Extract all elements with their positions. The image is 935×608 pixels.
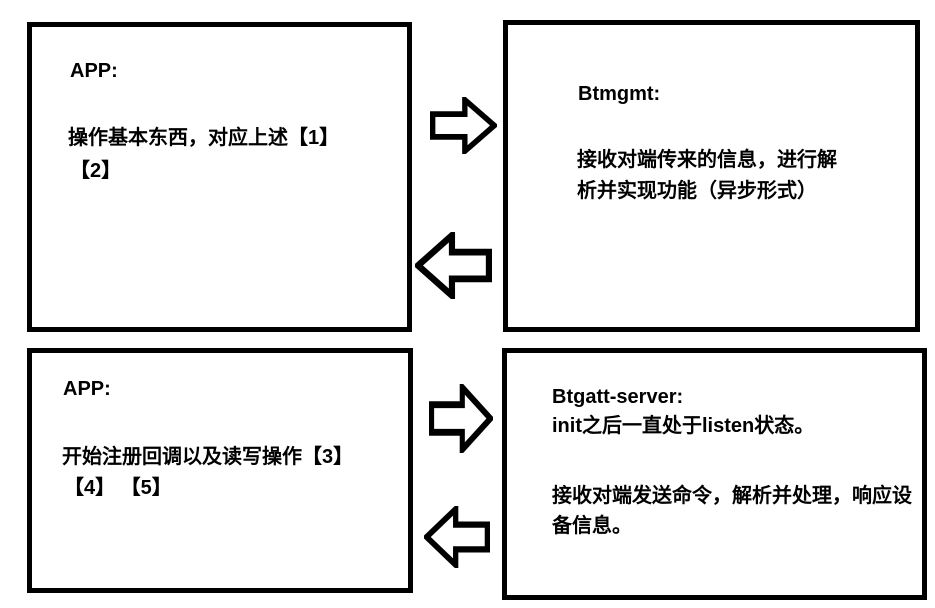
box-btmgmt: Btmgmt: 接收对端传来的信息，进行解 析并实现功能（异步形式） <box>503 20 920 332</box>
box-text-line: 析并实现功能（异步形式） <box>577 180 817 202</box>
box-title: Btmgmt: <box>578 83 661 105</box>
box-text-line: 接收对端传来的信息，进行解 <box>577 149 837 171</box>
box-app-basic: APP: 操作基本东西，对应上述【1】 【2】 <box>27 22 412 332</box>
box-text-line: 开始注册回调以及读写操作【3】 <box>62 446 354 468</box>
box-app-gatt: APP: 开始注册回调以及读写操作【3】 【4】 【5】 <box>27 348 413 593</box>
box-btgatt-server: Btgatt-server: init之后一直处于listen状态。 接收对端发… <box>502 348 927 600</box>
box-text-line: 【4】 【5】 <box>64 477 172 499</box>
box-text-line: 备信息。 <box>552 515 632 537</box>
box-text-line: 【2】 <box>70 160 122 182</box>
box-title: APP: <box>63 378 111 400</box>
box-title: APP: <box>70 60 118 82</box>
box-text-line: 接收对端发送命令，解析并处理，响应设 <box>552 485 912 507</box>
box-subtitle: init之后一直处于listen状态。 <box>552 415 815 437</box>
box-text-line: 操作基本东西，对应上述【1】 <box>68 127 340 149</box>
top-return-left-arrow-icon <box>415 232 492 299</box>
bottom-return-left-arrow-icon <box>424 506 490 568</box>
bottom-forward-right-arrow-icon <box>429 384 493 453</box>
top-forward-right-arrow-icon <box>430 97 497 154</box>
box-title: Btgatt-server: <box>552 386 684 408</box>
